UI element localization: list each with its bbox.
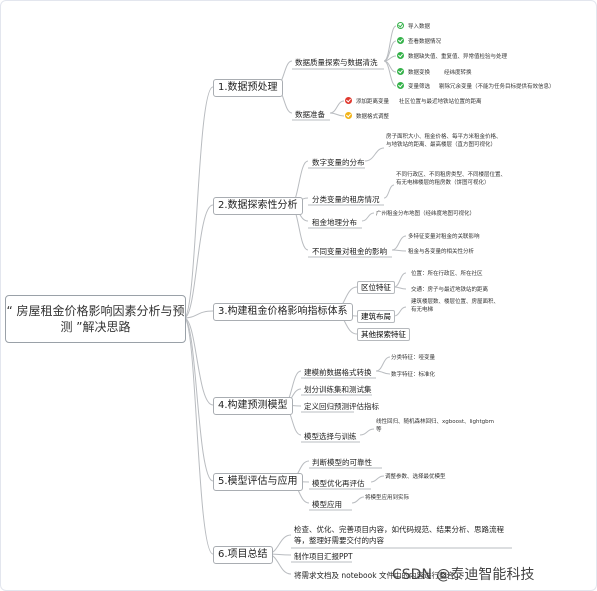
node-data-transform-note: 经纬度转换 [444,70,472,76]
node-format-adjust-label: 数据格式调整 [356,114,390,120]
pending-circle-icon [345,112,352,119]
check-circle-icon [397,52,404,59]
mindmap-root: “ 房屋租金价格影响因素分析与预测 ”解决思路 [5,295,186,343]
check-circle-icon [397,68,404,75]
node-location-features: 区位特征 [357,281,395,294]
node-train-test-split: 划分训练集和测试集 [304,385,372,394]
node-application: 模型应用 [312,500,342,509]
node-missing-values: 数据缺失值、重复值、异常值检验与处理 [397,52,507,60]
node-review-deliverables: 检查、优化、完善项目内容，如代码规范、结果分析、思路流程等，整理好需要交付的内容 [294,525,504,545]
node-numeric-distribution: 数字变量的分布 [312,158,365,167]
node-effect-note-1: 多特征变量对租金的关联影响 [408,234,480,240]
node-reliability: 判断模型的可靠性 [312,458,372,467]
section-build-model: 4.构建预测模型 [213,397,293,415]
node-variable-filter: 变量筛选 剔除冗余变量（不能为任务目标提供有效信息） [397,82,555,90]
node-data-quality: 数据质量探索与数据清洗 [295,58,378,67]
node-optimize: 模型优化再评估 [312,479,365,488]
node-import-data-label: 导入数据 [408,24,431,30]
node-missing-values-label: 数据缺失值、重复值、异常值检验与处理 [408,54,508,60]
node-data-transform: 数据变换 经纬度转换 [397,68,472,76]
node-add-distance-label: 添加距离变量 [356,99,390,105]
node-check-data-label: 查看数据情况 [408,39,442,45]
node-location-note-1: 位置：所在行政区、所在社区 [411,271,483,277]
node-add-distance-note: 社区位置与最近地铁站位置的距离 [399,99,482,105]
root-title: “ 房屋租金价格影响因素分析与预测 ”解决思路 [6,304,185,334]
node-import-data: 导入数据 [397,22,430,30]
node-format-adjust: 数据格式调整 [345,112,389,120]
node-select-note: 线性回归、随机森林回归、xgboost、lightgbm等 [376,419,495,433]
node-report-ppt: 制作项目汇报PPT [294,552,353,561]
node-model-selection: 模型选择与训练 [304,432,357,441]
node-integrate-docs: 将需求文档及 notebook 文件中的内容进行整合 [294,571,454,580]
node-variable-filter-note: 剔除冗余变量（不能为任务目标提供有效信息） [439,84,555,90]
node-numeric-note: 房子面积大小、租金价格、每平方米租金价格、与地铁站的距离、最高楼层（直方图可视化… [386,134,502,148]
section-indicator-system: 3.构建租金价格影响指标体系 [213,303,353,321]
node-apply-note: 将模型应用到实际 [365,495,410,501]
node-layout-note: 建筑楼层数、楼层位置、房屋面积、有无电梯 [411,299,500,313]
node-geo-distribution: 租金地理分布 [312,218,357,227]
node-data-transform-label: 数据变换 [408,70,431,76]
section-exploratory-analysis: 2.数据探索性分析 [213,197,303,215]
node-other-features: 其他探索特征 [357,328,410,341]
node-data-preparation: 数据准备 [295,110,325,119]
check-circle-icon [397,22,404,29]
check-circle-icon [397,37,404,44]
section-model-evaluation: 5.模型评估与应用 [213,473,303,491]
node-category-note: 不同行政区、不同租房类型、不同楼层位置、有无电梯楼层的租房数（饼图可视化） [396,172,507,186]
node-category-rental: 分类变量的租房情况 [312,195,380,204]
node-convert-note-2: 数字特征：标准化 [391,372,436,378]
csdn-watermark: CSDN @泰迪智能科技 [392,567,535,583]
node-check-data: 查看数据情况 [397,37,441,45]
node-format-conversion: 建模前数据格式转换 [304,368,372,377]
node-evaluation-metrics: 定义回归预测评估指标 [304,402,379,411]
section-project-summary: 6.项目总结 [213,546,273,564]
node-convert-note-1: 分类特征：哑变量 [391,355,436,361]
node-building-layout: 建筑布局 [357,310,395,323]
section-data-preprocessing: 1.数据预处理 [213,79,283,97]
node-optimize-note: 调整参数、选择最优模型 [385,474,446,480]
node-variable-filter-label: 变量筛选 [408,84,431,90]
check-circle-icon [397,82,404,89]
node-geo-note: 广州租金分布地图（经纬度地图可视化） [376,211,476,217]
node-effect-note-2: 租金与各变量的相关性分析 [408,249,475,255]
node-variable-effect: 不同变量对租金的影响 [312,247,387,256]
node-location-note-2: 交通：房子与最近地铁站的距离 [411,287,489,293]
alert-circle-icon [345,97,352,104]
node-add-distance: 添加距离变量 社区位置与最近地铁站位置的距离 [345,97,482,105]
